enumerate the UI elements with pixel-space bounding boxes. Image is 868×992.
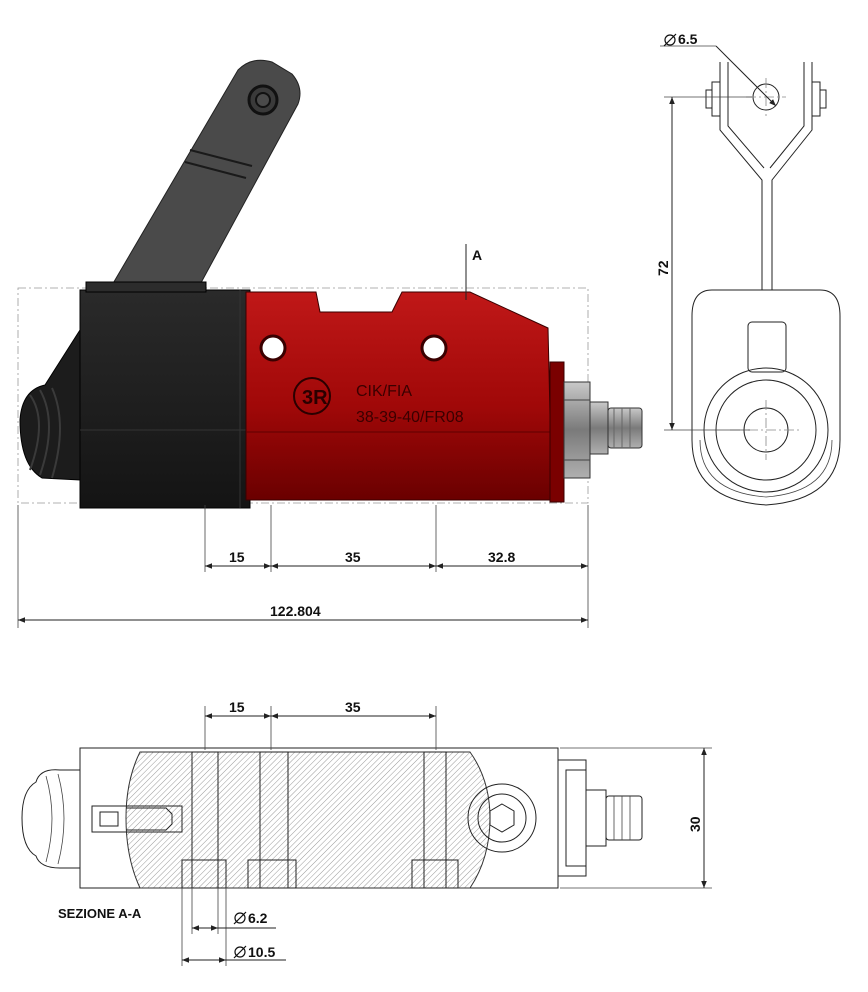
lever [107,59,301,293]
section-dim-10-5: 10.5 [248,944,275,960]
section-screw [467,783,537,853]
section-marker-label: A [472,247,482,263]
fitting [589,401,609,455]
svg-text:3R: 3R [302,387,328,409]
diameter-symbol-icon [233,911,247,925]
fitting-tip [607,407,643,449]
section-dim-35: 35 [345,699,361,715]
brand-logo-icon: 3R [293,377,331,415]
dim-32-8: 32.8 [488,549,515,565]
section-title: SEZIONE A-A [58,906,142,921]
hatched-section [125,751,491,889]
section-dim-6-2: 6.2 [248,910,268,926]
end-body-outline [691,289,841,506]
section-view: 15 35 30 6.2 10.5 SEZIONE A-A [21,699,712,966]
end-cap [549,361,565,503]
dim-15: 15 [229,549,245,565]
red-body [245,291,553,501]
black-housing [79,289,251,509]
section-dim-30: 30 [687,816,703,832]
engraving-line2: 38-39-40/FR08 [356,409,464,426]
mount-hole-right [420,334,448,362]
side-view: 3R CIK/FIA 38-39-40/FR08 A 15 35 [17,59,643,628]
dim-overall: 122.804 [270,603,321,619]
engraving-line1: CIK/FIA [356,383,412,400]
dim-72: 72 [655,260,671,276]
dim-35: 35 [345,549,361,565]
rubber-boot [19,328,81,481]
end-view: 72 6.5 [655,31,841,506]
section-dim-15: 15 [229,699,245,715]
hex-nut [563,381,591,479]
dim-hole-diameter: 6.5 [678,31,698,47]
section-boot [21,769,81,869]
diameter-symbol-icon [663,33,677,47]
dimensions-side: 15 35 32.8 122.804 [17,505,589,628]
mount-hole-left [259,334,287,362]
diameter-symbol-icon [233,945,247,959]
